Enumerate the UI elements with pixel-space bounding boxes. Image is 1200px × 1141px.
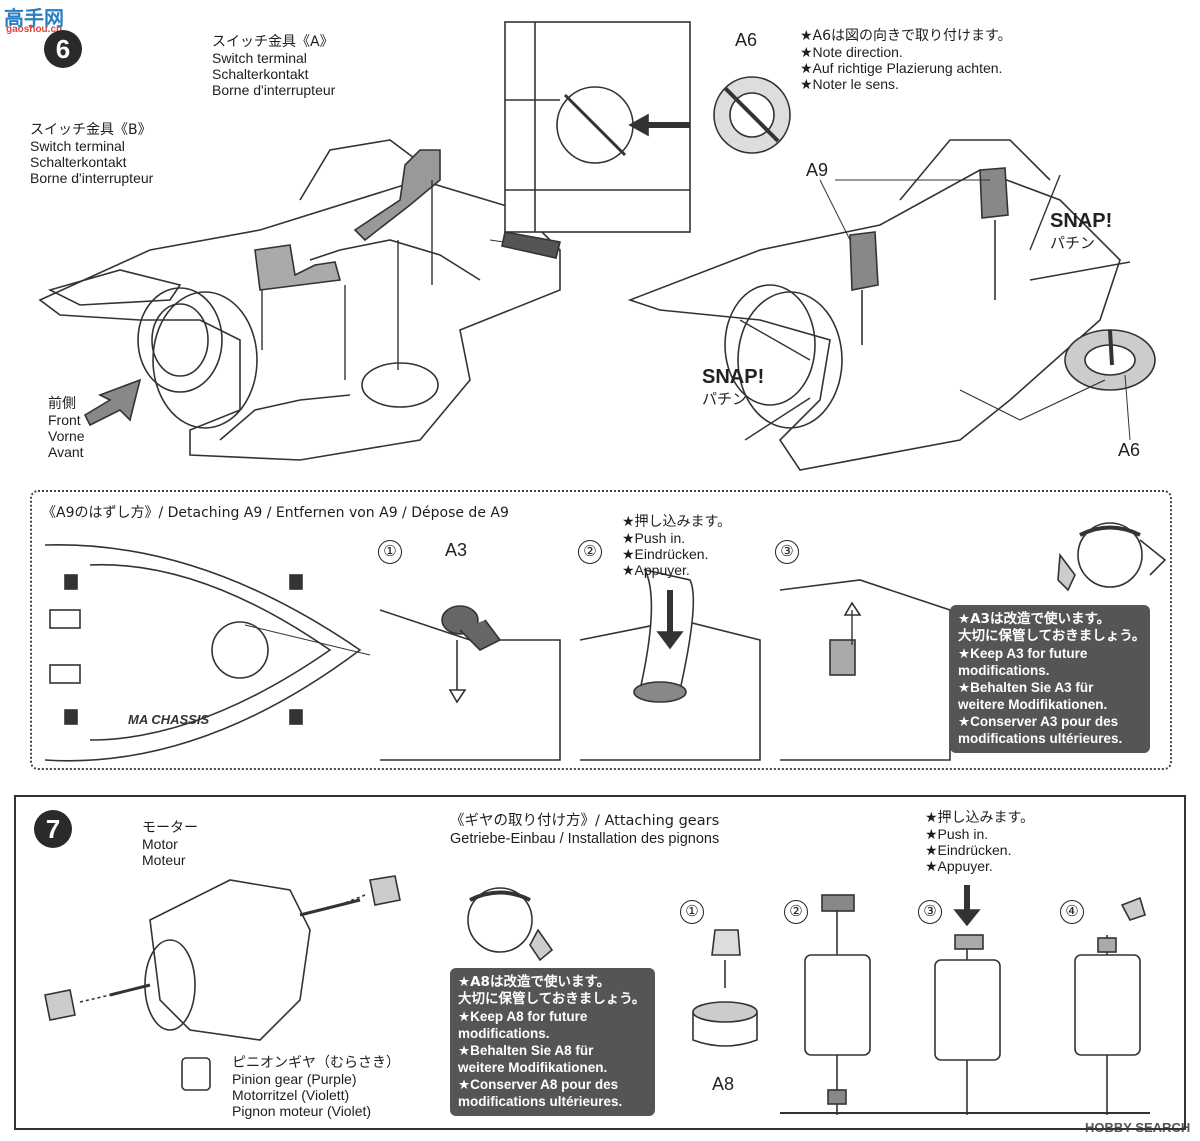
step-6-badge: 6: [44, 30, 82, 68]
keep-a3-note: ★A3は改造で使います。 大切に保管しておきましょう。 ★Keep A3 for…: [950, 605, 1150, 753]
chassis-right-drawing: [627, 139, 1156, 471]
snap-label-right: SNAP! パチン: [1050, 210, 1113, 252]
part-a6-label-top: A6: [735, 30, 758, 50]
gear-step-4-number: ④: [1060, 900, 1084, 924]
chassis-left-drawing: [38, 139, 561, 461]
mascot-drawing-a8: [467, 887, 554, 962]
keep-a8-note: ★A8は改造で使います。 大切に保管しておきましょう。 ★Keep A8 for…: [450, 968, 655, 1116]
detach-step3-drawing: [779, 579, 951, 761]
attaching-gears-title: 《ギヤの取り付け方》/ Attaching gears Getriebe-Ein…: [450, 813, 720, 847]
detach-step-3-number: ③: [775, 540, 799, 564]
watermark-logo: 高手网: [4, 8, 64, 30]
gear-step-3-number: ③: [918, 900, 942, 924]
step-7-badge: 7: [34, 810, 72, 848]
motor-drawing: [44, 875, 401, 1091]
motor-label: モーター Motor Moteur: [142, 820, 198, 868]
detach-step1-drawing: [379, 605, 561, 761]
ma-chassis-logo: MA CHASSIS: [128, 712, 210, 727]
push-in-note-gears: ★押し込みます。 ★Push in. ★Eindrücken. ★Appuyer…: [925, 810, 1035, 874]
a6-direction-note: ★A6は図の向きで取り付けます。 ★Note direction. ★Auf r…: [800, 28, 1012, 92]
gear-step-1-number: ①: [680, 900, 704, 924]
snap-label-left: SNAP! パチン: [702, 366, 765, 408]
gear-step-2-number: ②: [784, 900, 808, 924]
detach-step-2-number: ②: [578, 540, 602, 564]
gear-step-drawings: [692, 885, 1150, 1115]
step-7-panel: [14, 795, 1186, 1130]
watermark-url: gaoshou.cn: [6, 24, 63, 35]
front-direction-label: 前側 Front Vorne Avant: [48, 396, 85, 460]
detach-a9-box: [30, 490, 1172, 770]
chassis-top-view-drawing: [44, 543, 371, 762]
part-a8-label: A8: [712, 1074, 735, 1094]
switch-terminal-a-label: スイッチ金具《A》 Switch terminal Schalterkontak…: [212, 34, 336, 98]
part-a6-label-bottom: A6: [1118, 440, 1141, 460]
pinion-gear-label: ピニオンギヤ（むらさき） Pinion gear (Purple) Motorr…: [232, 1055, 400, 1119]
part-a9-label: A9: [806, 160, 829, 180]
detach-a9-title: 《A9のはずし方》/ Detaching A9 / Entfernen von …: [42, 505, 509, 521]
detach-step-1-number: ①: [378, 540, 402, 564]
switch-terminal-b-label: スイッチ金具《B》 Switch terminal Schalterkontak…: [30, 122, 154, 186]
mascot-drawing-a9: [1057, 522, 1167, 592]
detach-step2-drawing: [579, 568, 761, 761]
watermark-hobby-search: HOBBY SEARCH: [1085, 1120, 1191, 1135]
part-a3-label: A3: [445, 540, 468, 560]
push-in-note-a9: ★押し込みます。 ★Push in. ★Eindrücken. ★Appuyer…: [622, 514, 732, 578]
